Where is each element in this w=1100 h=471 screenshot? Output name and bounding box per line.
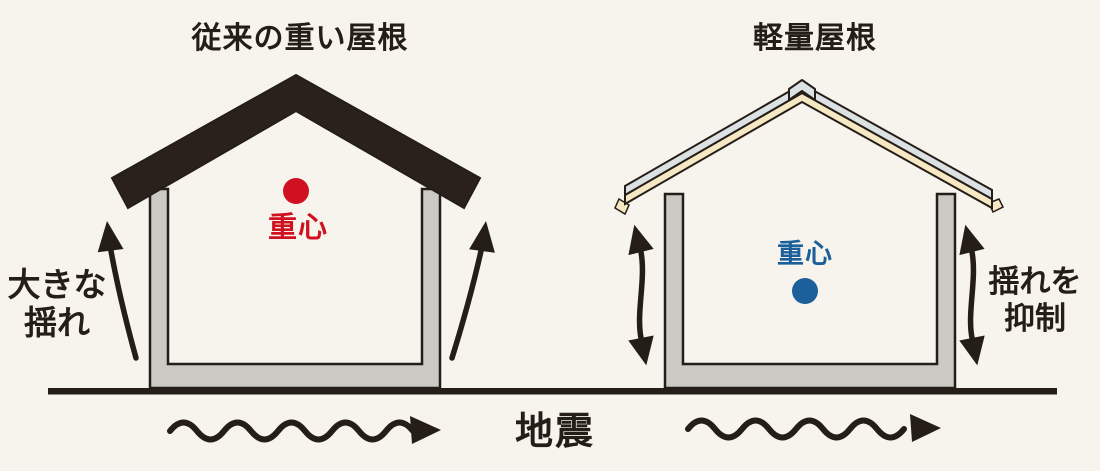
suppressed-sway-label-line2: 抑制 (1004, 301, 1066, 337)
center-of-gravity-label-right: 重心 (777, 239, 833, 270)
damped-arrow-right-icon (959, 224, 985, 366)
blue-center-dot (792, 278, 818, 304)
light-roof-under-layer (624, 91, 993, 210)
suppressed-sway-label-line1: 揺れを (988, 264, 1082, 300)
earthquake-label: 地震 (514, 409, 595, 453)
quake-wave-right-icon (685, 414, 941, 442)
big-sway-label-line2: 揺れ (24, 303, 90, 342)
left-heavy-roof (110, 73, 482, 210)
big-sway-label-line1: 大きな (7, 265, 107, 304)
sway-arrow-right-icon (449, 221, 495, 361)
red-center-dot (283, 178, 309, 204)
ground-line (48, 388, 1057, 395)
big-sway-label: 大きな 揺れ (0, 266, 114, 342)
sway-arrow-left-icon (97, 221, 139, 361)
right-house-title: 軽量屋根 (753, 21, 877, 56)
center-of-gravity-label-left: 重心 (267, 210, 328, 244)
damped-arrow-left-icon (628, 224, 654, 366)
left-house-title: 従来の重い屋根 (191, 21, 409, 56)
suppressed-sway-label: 揺れを 抑制 (978, 264, 1092, 338)
ridge-cap (788, 79, 816, 101)
quake-wave-left-icon (167, 416, 441, 444)
